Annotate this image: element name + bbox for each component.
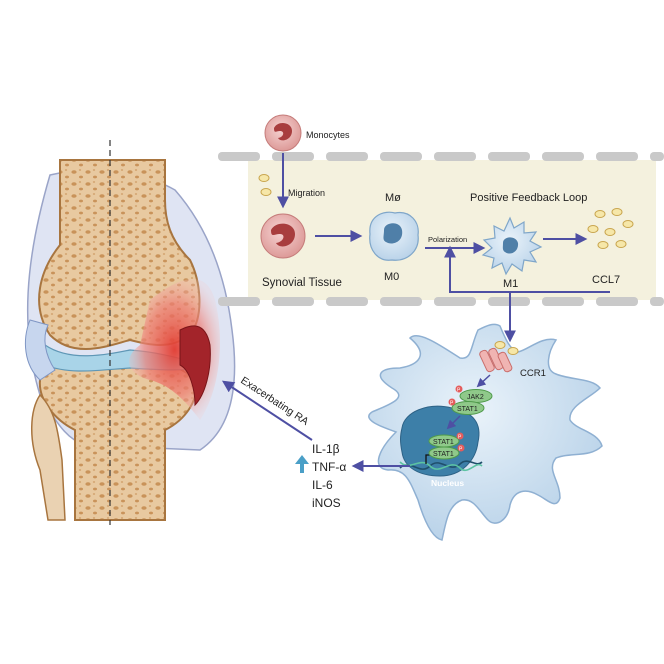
phospho-label-2: P xyxy=(450,401,454,407)
stat1-dimer-nucleus: STAT1 STAT1 P P xyxy=(428,432,465,460)
meniscus-left xyxy=(24,319,56,381)
ccr1-label: CCR1 xyxy=(520,368,546,379)
cytokine-tnfa: TNF-α xyxy=(312,460,346,474)
feedback-loop-line xyxy=(444,245,610,293)
phospho-label-3: P xyxy=(458,435,462,441)
phospho-label-1: P xyxy=(457,388,461,394)
nucleus-dna xyxy=(399,460,483,472)
ccl7-particles xyxy=(587,208,634,249)
phospho-label-4: P xyxy=(459,447,463,453)
vessel-wall-top xyxy=(218,152,664,161)
stat1-to-nucleus-arrow xyxy=(446,415,461,430)
vessel-wall-bottom xyxy=(218,297,664,306)
m-phi-label: Mø xyxy=(385,192,401,204)
macrophage-signaling-cell: Nucleus CCR1 JAK2 STAT1 P P xyxy=(368,323,603,541)
stat1-label-cytoplasm: STAT1 xyxy=(457,406,478,413)
monocytes-label: Monocytes xyxy=(306,130,350,140)
up-arrow-icon xyxy=(295,455,309,473)
stat1-label-nucleus-2: STAT1 xyxy=(433,451,454,458)
cytokine-il6: IL-6 xyxy=(312,478,333,492)
macrophage-m1 xyxy=(481,216,543,276)
stat1-label-nucleus-1: STAT1 xyxy=(433,439,454,446)
cytokine-inos: iNOS xyxy=(312,496,341,510)
knee-joint-illustration xyxy=(24,140,236,525)
chemokine-dots-left xyxy=(258,174,272,196)
ccl7-ligands-receptor xyxy=(494,341,519,355)
cytokine-list: IL-1β TNF-α IL-6 iNOS xyxy=(312,442,346,510)
synovial-tissue-label: Synovial Tissue xyxy=(262,277,342,289)
nucleus-label: Nucleus xyxy=(431,478,464,488)
eroded-cartilage xyxy=(179,325,211,407)
m0-label: M0 xyxy=(384,271,399,283)
exacerbating-ra-label: Exacerbating RA xyxy=(238,374,310,427)
jak2-protein: JAK2 xyxy=(459,389,493,403)
ccr1-receptor xyxy=(479,347,513,373)
monocyte-in-tissue xyxy=(260,213,306,259)
exacerbating-ra-arrow xyxy=(221,380,313,441)
stat1-cytoplasm: STAT1 xyxy=(451,401,485,415)
m1-label: M1 xyxy=(503,278,518,290)
polarization-label: Polarization xyxy=(428,235,467,244)
monocyte-cell xyxy=(264,114,302,152)
receptor-to-jak2-arrow xyxy=(476,374,491,388)
cytokine-il1b: IL-1β xyxy=(312,442,340,456)
phospho-marks-cytoplasm: P P xyxy=(448,385,463,407)
macrophage-m0 xyxy=(369,211,419,261)
migration-label: Migration xyxy=(288,188,325,198)
jak2-label: JAK2 xyxy=(467,394,484,401)
fibula xyxy=(31,393,66,521)
positive-feedback-loop-label: Positive Feedback Loop xyxy=(470,192,587,204)
ccl7-label: CCL7 xyxy=(592,274,620,286)
